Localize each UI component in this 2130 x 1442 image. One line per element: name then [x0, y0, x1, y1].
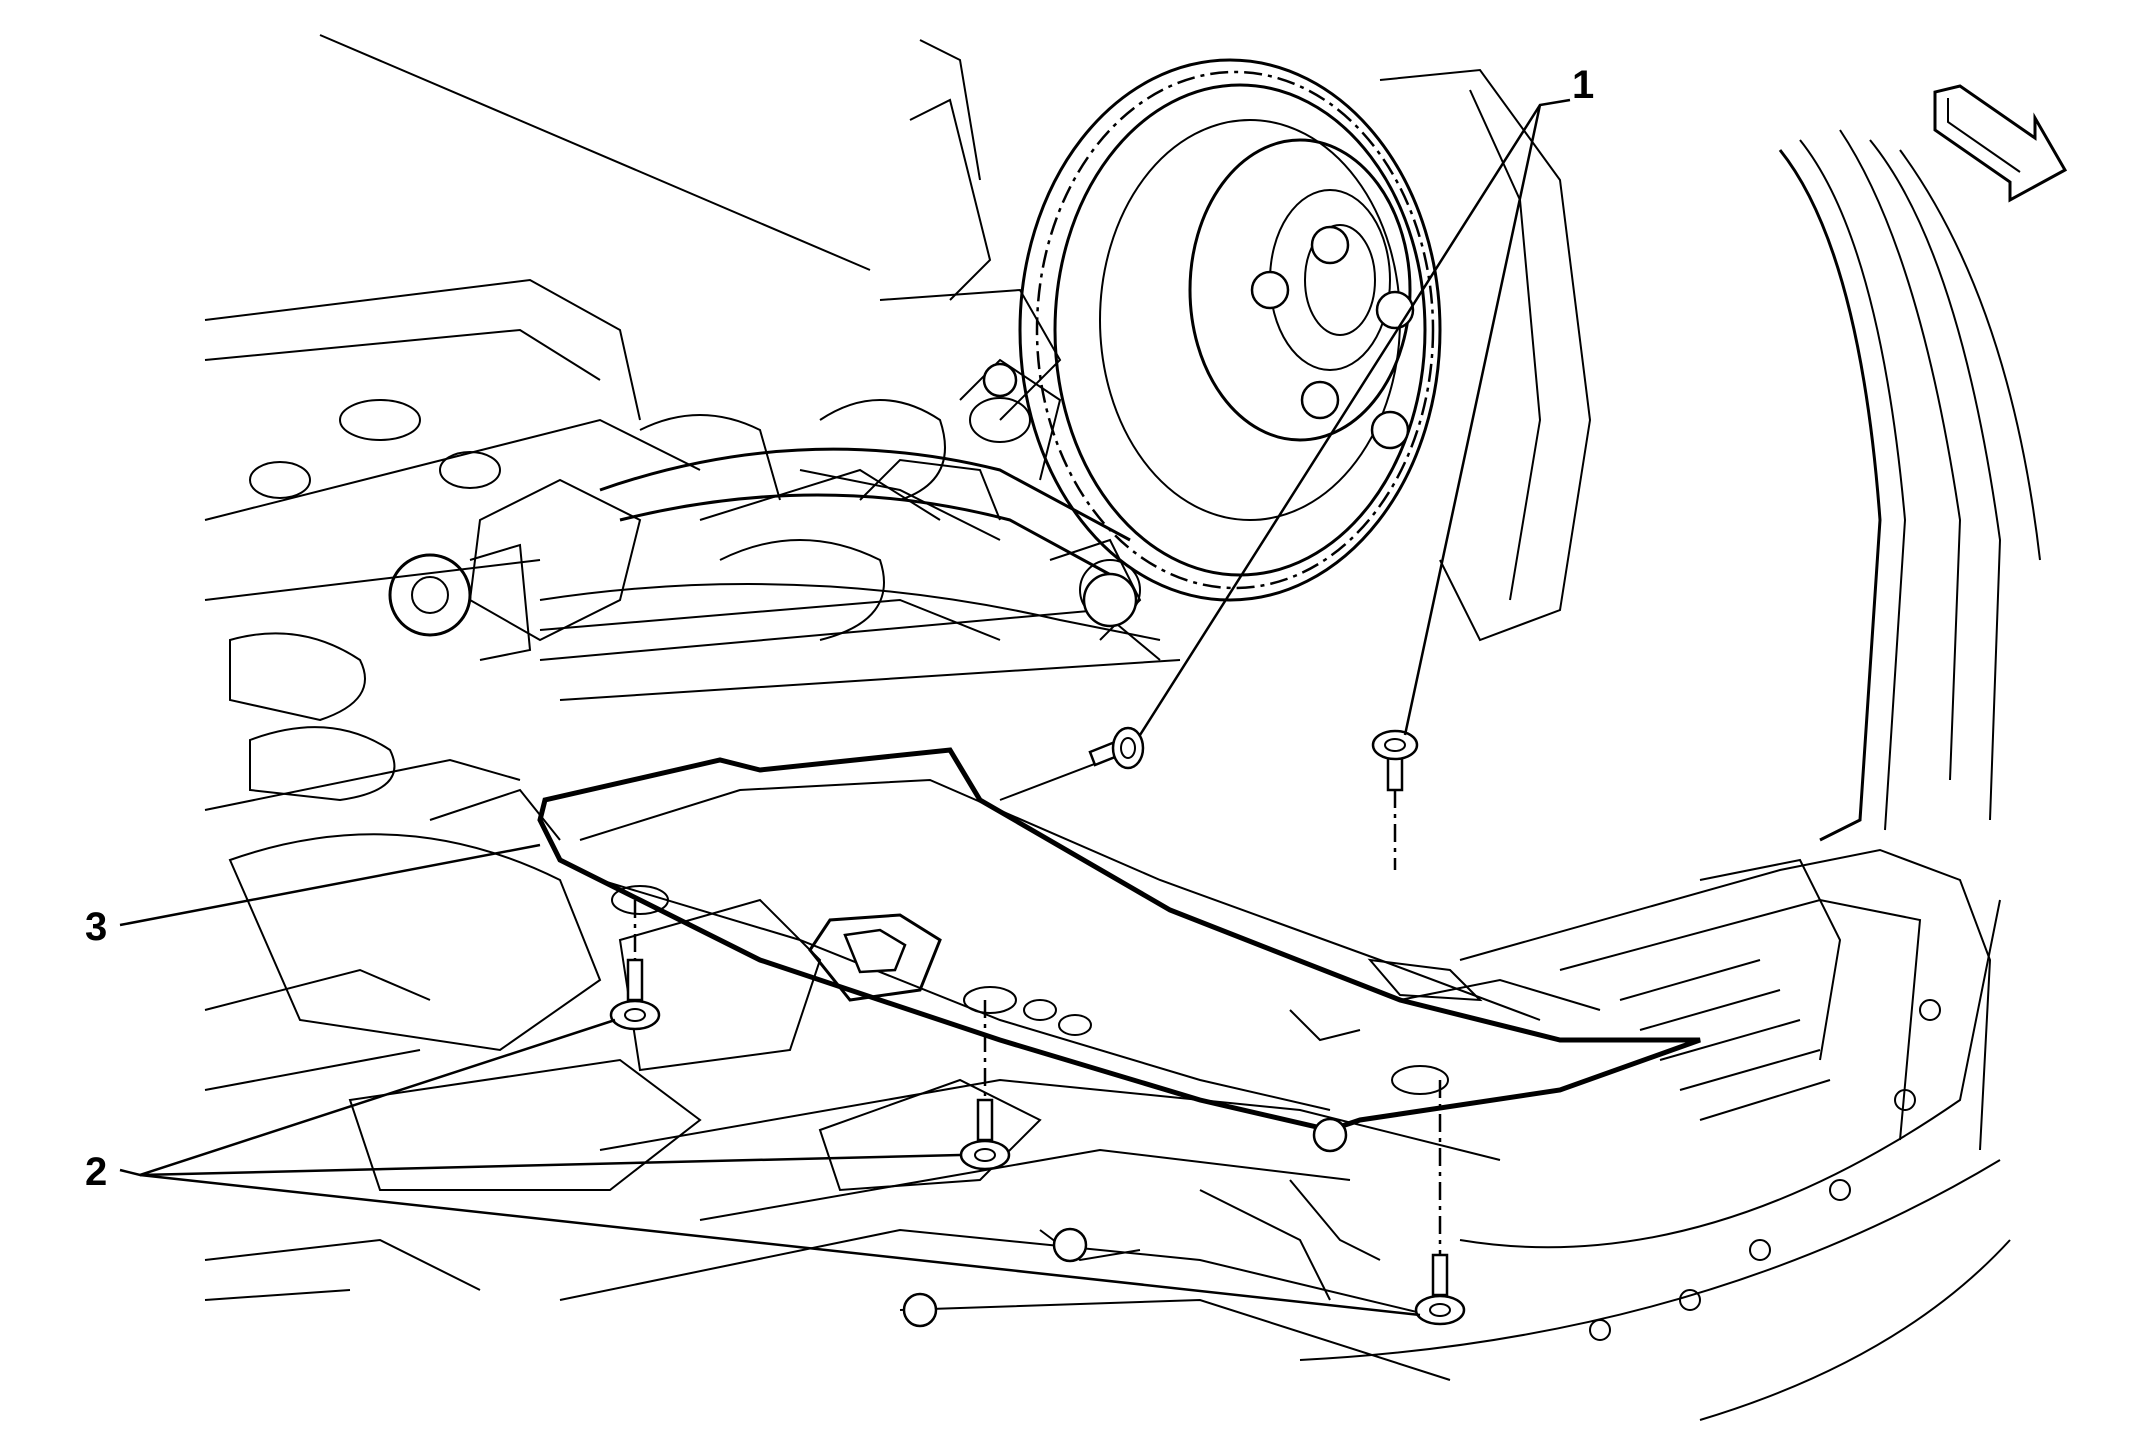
callout-3: 3: [85, 905, 107, 949]
underbody-structure: [204, 34, 1181, 1301]
bolt-upper-left: [999, 726, 1145, 801]
suspension-links: [539, 358, 1161, 641]
direction-arrow-icon: [1933, 84, 2068, 203]
leader-lines: [119, 98, 1571, 1317]
brake-rotor: [1018, 58, 1592, 642]
lower-crossmember: [559, 1078, 1501, 1381]
callout-1: 1: [1572, 63, 1594, 107]
bolt-upper-right: [1371, 729, 1419, 870]
splash-shield-panel: [537, 747, 1701, 1133]
bolt-lower-right: [1414, 1080, 1466, 1326]
callout-2: 2: [85, 1150, 107, 1194]
bolt-lower-left: [609, 900, 661, 1031]
wheel-well-liner: [1299, 129, 2041, 1421]
bolt-lower-middle: [959, 1000, 1011, 1171]
